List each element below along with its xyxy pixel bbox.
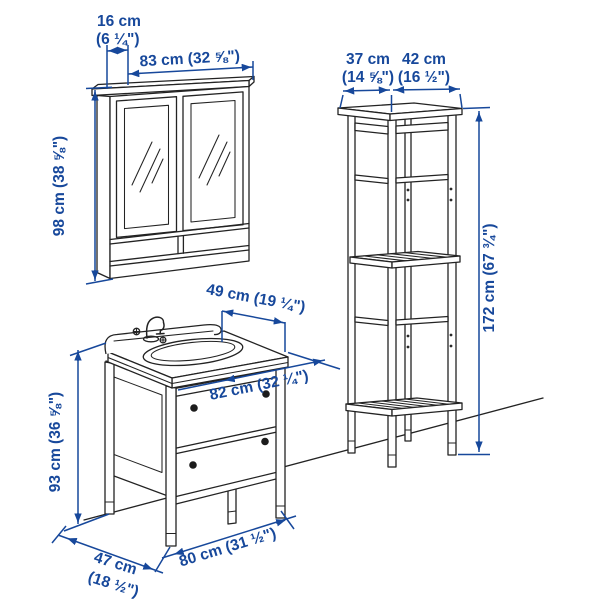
shelf-width-label-cm: 42 cm: [402, 51, 446, 68]
mirror-depth-label-in: (6 ¼"): [96, 31, 140, 48]
mirror-cabinet-drawing: [91, 75, 255, 280]
dim-mirror-width: 83 cm (32 ⅝"): [127, 48, 254, 80]
sink-height-label: 93 cm (36 ⅝"): [47, 392, 64, 492]
mirror-width-label: 83 cm (32 ⅝"): [139, 48, 240, 71]
dim-shelf-depth: 37 cm (14 ⅝"): [339, 51, 394, 112]
mirror-height-label: 98 cm (38 ⅝"): [51, 136, 68, 236]
shelf-width-label-in: (16 ½"): [398, 69, 450, 86]
shelf-height-label: 172 cm (67 ¾"): [481, 223, 498, 332]
dim-shelf-width: 42 cm (16 ½"): [392, 51, 463, 109]
sink-basin-depth-label: 49 cm (19 ¼"): [205, 281, 307, 316]
dim-shelf-height: 172 cm (67 ¾"): [458, 106, 498, 456]
dim-sink-depth: 47 cm (18 ½"): [51, 525, 164, 600]
dim-mirror-height: 98 cm (38 ⅝"): [51, 86, 114, 285]
shelf-depth-label-cm: 37 cm: [346, 51, 390, 68]
floor-line: [83, 397, 544, 521]
shelf-depth-label-in: (14 ⅝"): [342, 69, 394, 86]
dim-sink-height: 93 cm (36 ⅝"): [47, 342, 110, 532]
dim-mirror-depth: 16 cm (6 ¼"): [96, 13, 141, 89]
sink-bottom-width-label: 80 cm (31 ½"): [177, 525, 278, 571]
mirror-depth-label-cm: 16 cm: [97, 13, 141, 30]
sink-cabinet-drawing: [104, 316, 289, 547]
faucet: [132, 316, 167, 344]
shelf-unit-drawing: [337, 102, 463, 468]
